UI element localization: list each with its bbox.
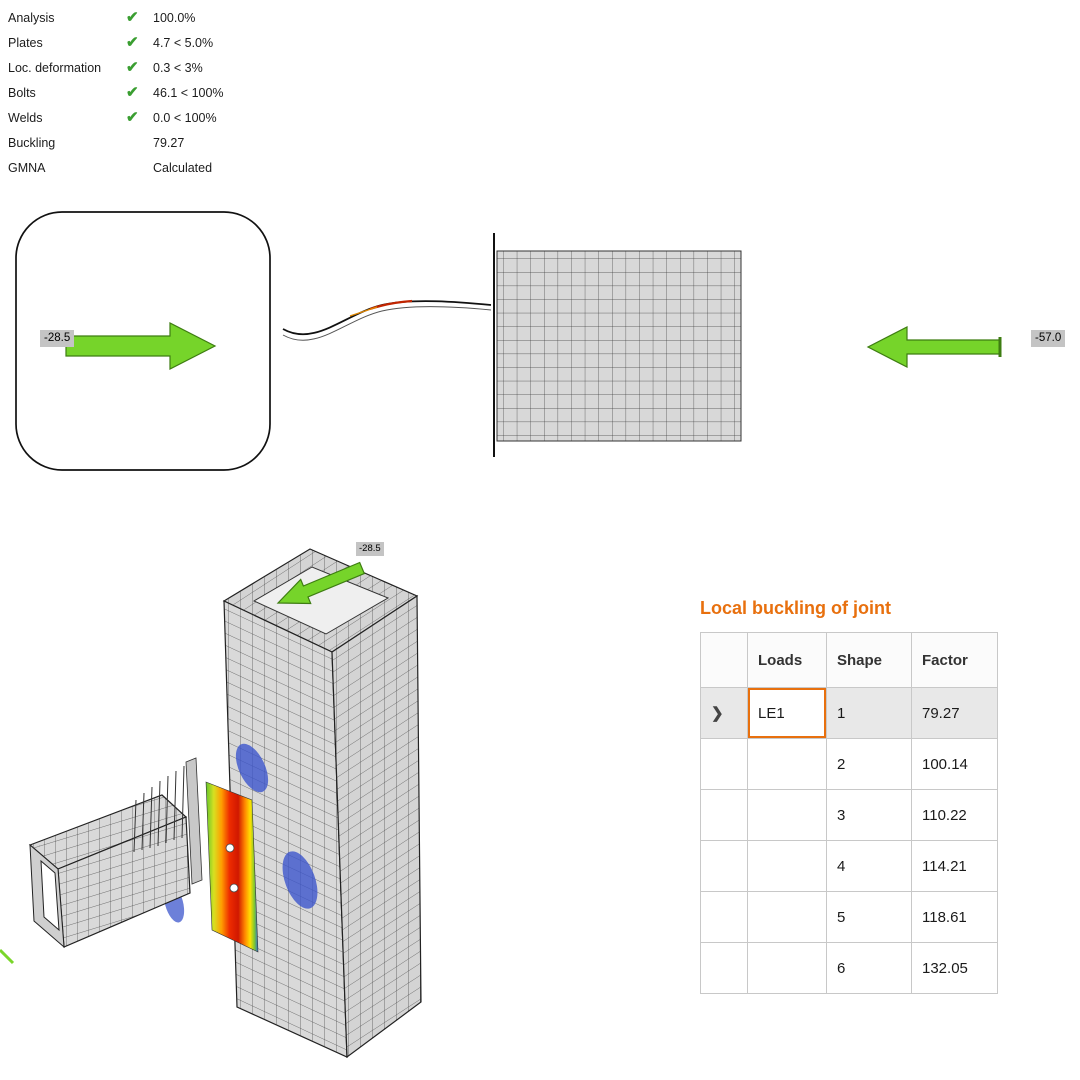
- summary-row-analysis: Analysis ✔ 100.0%: [8, 5, 248, 30]
- summary-row-welds: Welds ✔ 0.0 < 100%: [8, 105, 248, 130]
- summary-value: 79.27: [153, 135, 185, 150]
- shape-cell: 3: [826, 789, 912, 841]
- column-header-shape[interactable]: Shape: [826, 632, 912, 688]
- selector-cell: [700, 891, 748, 943]
- shape-cell: 6: [826, 942, 912, 994]
- selected-row-arrow-icon: ❯: [711, 705, 724, 722]
- summary-value: 0.3 < 3%: [153, 60, 203, 75]
- factor-cell: 100.14: [911, 738, 998, 790]
- summary-row-buckling: Buckling 79.27: [8, 130, 248, 155]
- deformation-drawing: [15, 211, 1002, 471]
- bolt-marker: [229, 883, 239, 893]
- summary-label: Bolts: [8, 85, 36, 100]
- stress-highlight-curve: [349, 306, 378, 317]
- load-value-tag: -57.0: [1031, 330, 1066, 347]
- load-arrow-3d: [276, 561, 366, 605]
- table-row-shape-3[interactable]: 3 110.22: [700, 789, 998, 841]
- factor-cell: 118.61: [911, 891, 998, 943]
- selector-cell: [700, 840, 748, 892]
- loads-cell: [747, 738, 827, 790]
- selector-cell: [700, 738, 748, 790]
- local-buckling-panel: Local buckling of joint Loads Shape Fact…: [700, 598, 1000, 994]
- summary-value: 100.0%: [153, 10, 196, 25]
- fem-mesh-plate: [496, 250, 742, 442]
- selector-cell: [700, 942, 748, 994]
- load-value-tag: -28.5: [356, 542, 384, 556]
- check-icon: ✔: [126, 109, 139, 126]
- panel-title: Local buckling of joint: [700, 598, 891, 618]
- summary-value: 46.1 < 100%: [153, 85, 224, 100]
- column-header-loads[interactable]: Loads: [747, 632, 827, 688]
- end-plate: [185, 757, 203, 885]
- factor-cell: 114.21: [911, 840, 998, 892]
- summary-label: Buckling: [8, 135, 56, 150]
- selector-column-header: [700, 632, 748, 688]
- loads-cell[interactable]: LE1: [747, 687, 827, 739]
- shape-cell: 5: [826, 891, 912, 943]
- load-value-tag: -28.5: [40, 330, 75, 347]
- bolt-marker: [225, 843, 235, 853]
- summary-row-gmna: GMNA Calculated: [8, 155, 248, 180]
- summary-value: Calculated: [153, 160, 213, 175]
- load-arrow-right: [65, 322, 217, 370]
- summary-label: Analysis: [8, 10, 55, 25]
- check-icon: ✔: [126, 59, 139, 76]
- loads-cell: [747, 942, 827, 994]
- factor-cell: 110.22: [911, 789, 998, 841]
- loads-cell: [747, 891, 827, 943]
- deformed-plate-curve: [282, 306, 492, 341]
- shape-cell: 1: [826, 687, 912, 739]
- selector-cell: [700, 789, 748, 841]
- edge-load-mark: [0, 948, 15, 965]
- check-icon: ✔: [126, 34, 139, 51]
- summary-value: 4.7 < 5.0%: [153, 35, 214, 50]
- summary-row-bolts: Bolts ✔ 46.1 < 100%: [8, 80, 248, 105]
- factor-cell: 132.05: [911, 942, 998, 994]
- shape-cell: 2: [826, 738, 912, 790]
- load-arrow-left: [866, 326, 1001, 368]
- table-row-shape-4[interactable]: 4 114.21: [700, 840, 998, 892]
- model-3d-viewport[interactable]: [0, 528, 480, 1080]
- summary-row-loc-deformation: Loc. deformation ✔ 0.3 < 3%: [8, 55, 248, 80]
- contour-rainbow-band: [205, 781, 259, 953]
- factor-cell: 79.27: [911, 687, 998, 739]
- loads-cell: [747, 840, 827, 892]
- summary-label: Plates: [8, 35, 43, 50]
- summary-value: 0.0 < 100%: [153, 110, 217, 125]
- column-tube-hole: [252, 566, 390, 635]
- deformation-viewport[interactable]: [0, 205, 1080, 490]
- deformed-plate-curve: [282, 300, 492, 336]
- buckling-factors-table: Loads Shape Factor ❯ LE1 1 79.27 2 100.1…: [700, 632, 998, 994]
- stiffener-fins: [133, 765, 185, 853]
- summary-label: Welds: [8, 110, 43, 125]
- loads-cell: [747, 789, 827, 841]
- summary-label: GMNA: [8, 160, 46, 175]
- contour-blue-blob: [235, 743, 269, 793]
- table-row-shape-5[interactable]: 5 118.61: [700, 891, 998, 943]
- check-icon: ✔: [126, 84, 139, 101]
- beam-end-cross-section: [29, 843, 65, 949]
- summary-row-plates: Plates ✔ 4.7 < 5.0%: [8, 30, 248, 55]
- table-row-shape-2[interactable]: 2 100.14: [700, 738, 998, 790]
- column-right-face: [331, 594, 422, 1059]
- table-row-shape-1[interactable]: ❯ LE1 1 79.27: [700, 687, 998, 739]
- model-3d-drawing: [0, 548, 422, 1059]
- check-summary-panel: Analysis ✔ 100.0% Plates ✔ 4.7 < 5.0% Lo…: [8, 5, 248, 180]
- column-header-factor[interactable]: Factor: [911, 632, 998, 688]
- table-row-shape-6[interactable]: 6 132.05: [700, 942, 998, 994]
- check-icon: ✔: [126, 9, 139, 26]
- summary-label: Loc. deformation: [8, 60, 102, 75]
- table-header-row: Loads Shape Factor: [700, 632, 998, 688]
- shape-cell: 4: [826, 840, 912, 892]
- contour-blue-blob: [282, 851, 318, 909]
